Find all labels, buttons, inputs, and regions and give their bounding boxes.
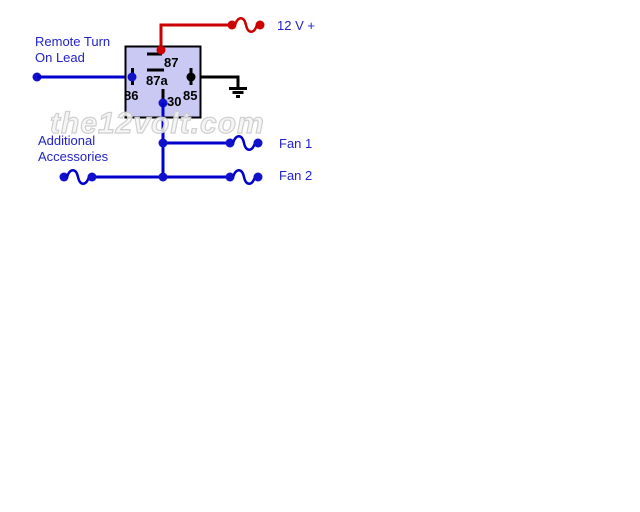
remote-turn-on-lead-label: Remote Turn On Lead <box>35 34 111 65</box>
pin-85-dot <box>186 72 196 82</box>
pin-86-label: 86 <box>124 88 139 103</box>
fan2-fuse-icon <box>225 169 263 185</box>
pin-87-dot <box>156 45 166 55</box>
pin-86-dot <box>127 72 137 82</box>
power-12v-label: 12 V + <box>277 18 315 33</box>
power-fuse-icon <box>227 17 265 33</box>
fan2-junction-dot <box>158 172 168 182</box>
fan1-junction-dot <box>158 138 168 148</box>
ground-wire <box>191 75 240 87</box>
fan1-label: Fan 1 <box>279 136 313 151</box>
pin-87a-label: 87a <box>146 73 168 88</box>
fan2-label: Fan 2 <box>279 168 313 183</box>
pin-30-label: 30 <box>167 94 182 109</box>
ground-symbol-icon <box>229 87 247 98</box>
accessories-fuse-icon <box>59 169 97 185</box>
fan1-fuse-icon <box>225 135 263 151</box>
pin-87-label: 87 <box>164 55 179 70</box>
additional-accessories-label: Additional Accessories <box>38 133 109 164</box>
pin-85-label: 85 <box>183 88 198 103</box>
power-wire <box>159 23 233 50</box>
